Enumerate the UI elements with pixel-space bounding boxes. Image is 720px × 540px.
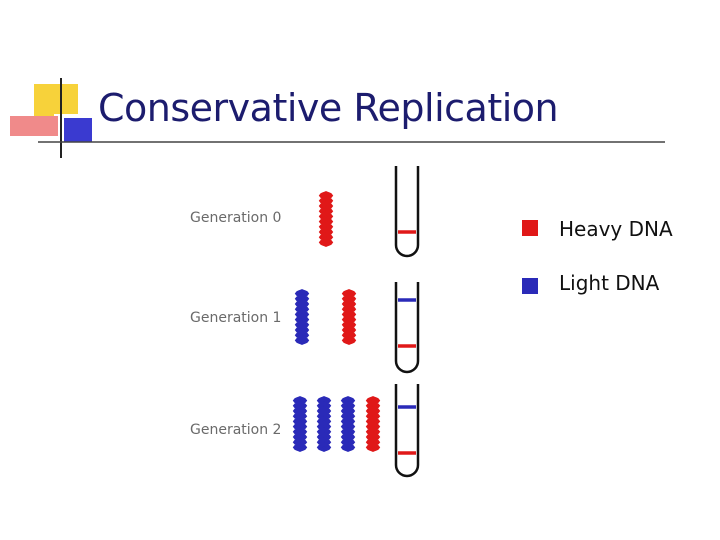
- generation-2-label: Generation 2: [190, 422, 282, 438]
- legend-label-light: Light DNA: [559, 271, 660, 295]
- dna-helix-gen-2-3-heavy: [365, 396, 381, 452]
- heavy-dna-swatch: [522, 220, 538, 236]
- deco-blue-square: [64, 118, 92, 142]
- legend-item-light: Light DNA: [559, 271, 659, 295]
- generation-1-label: Generation 1: [190, 310, 282, 326]
- test-tube-gen-2: [394, 384, 420, 478]
- dna-helix-gen-2-1-light: [316, 396, 332, 452]
- generation-0-label: Generation 0: [190, 210, 282, 226]
- deco-yellow-square-2: [54, 84, 78, 114]
- deco-yellow-square: [34, 84, 54, 124]
- deco-red-bar: [10, 116, 58, 136]
- legend-item-heavy: Heavy DNA: [559, 217, 673, 241]
- dna-helix-gen-2-2-light: [340, 396, 356, 452]
- test-tube-gen-1: [394, 282, 420, 374]
- legend-label-heavy: Heavy DNA: [559, 217, 673, 241]
- dna-helix-gen-2-0-light: [292, 396, 308, 452]
- light-dna-swatch: [522, 278, 538, 294]
- test-tube-gen-0: [394, 166, 420, 258]
- dna-helix-gen-1-0-light: [294, 289, 310, 345]
- dna-helix-gen-1-1-heavy: [341, 289, 357, 345]
- slide-title: Conservative Replication: [98, 86, 559, 130]
- dna-helix-gen-0-0-heavy: [318, 191, 334, 247]
